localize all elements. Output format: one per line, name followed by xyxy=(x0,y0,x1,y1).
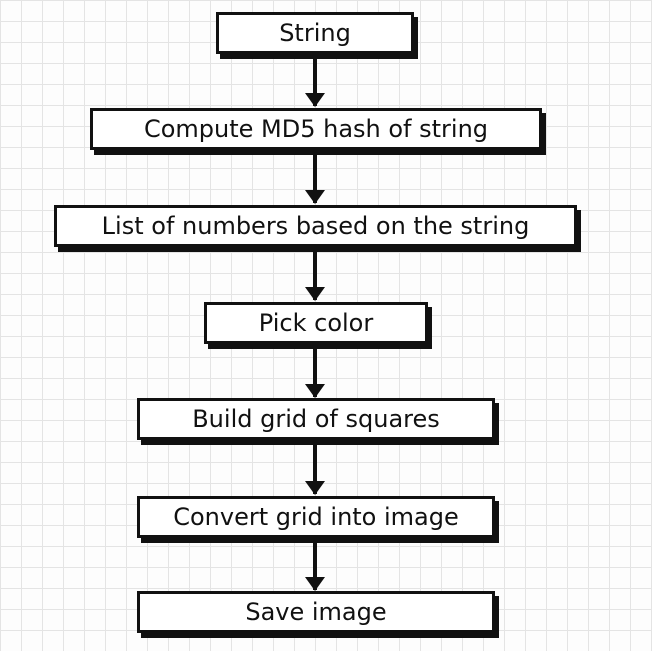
step-save-image: Save image xyxy=(137,591,495,633)
step-label: Compute MD5 hash of string xyxy=(143,115,489,143)
arrow-connector xyxy=(305,247,325,301)
step-build-grid: Build grid of squares xyxy=(137,398,495,440)
arrow-connector xyxy=(305,54,325,107)
step-label: Convert grid into image xyxy=(173,503,459,531)
step-convert-grid-into-image: Convert grid into image xyxy=(137,496,495,538)
step-label: String xyxy=(279,19,351,47)
arrow-connector xyxy=(305,344,325,398)
arrow-connector xyxy=(305,150,325,204)
step-pick-color: Pick color xyxy=(204,302,428,344)
arrow-connector xyxy=(305,440,325,495)
step-label: Save image xyxy=(245,598,387,626)
step-list-of-numbers: List of numbers based on the string xyxy=(54,205,577,247)
step-label: Pick color xyxy=(258,309,374,337)
step-label: Build grid of squares xyxy=(192,405,440,433)
arrow-connector xyxy=(305,538,325,591)
step-string: String xyxy=(216,12,414,54)
step-compute-md5-hash: Compute MD5 hash of string xyxy=(90,108,542,150)
step-label: List of numbers based on the string xyxy=(101,212,530,240)
